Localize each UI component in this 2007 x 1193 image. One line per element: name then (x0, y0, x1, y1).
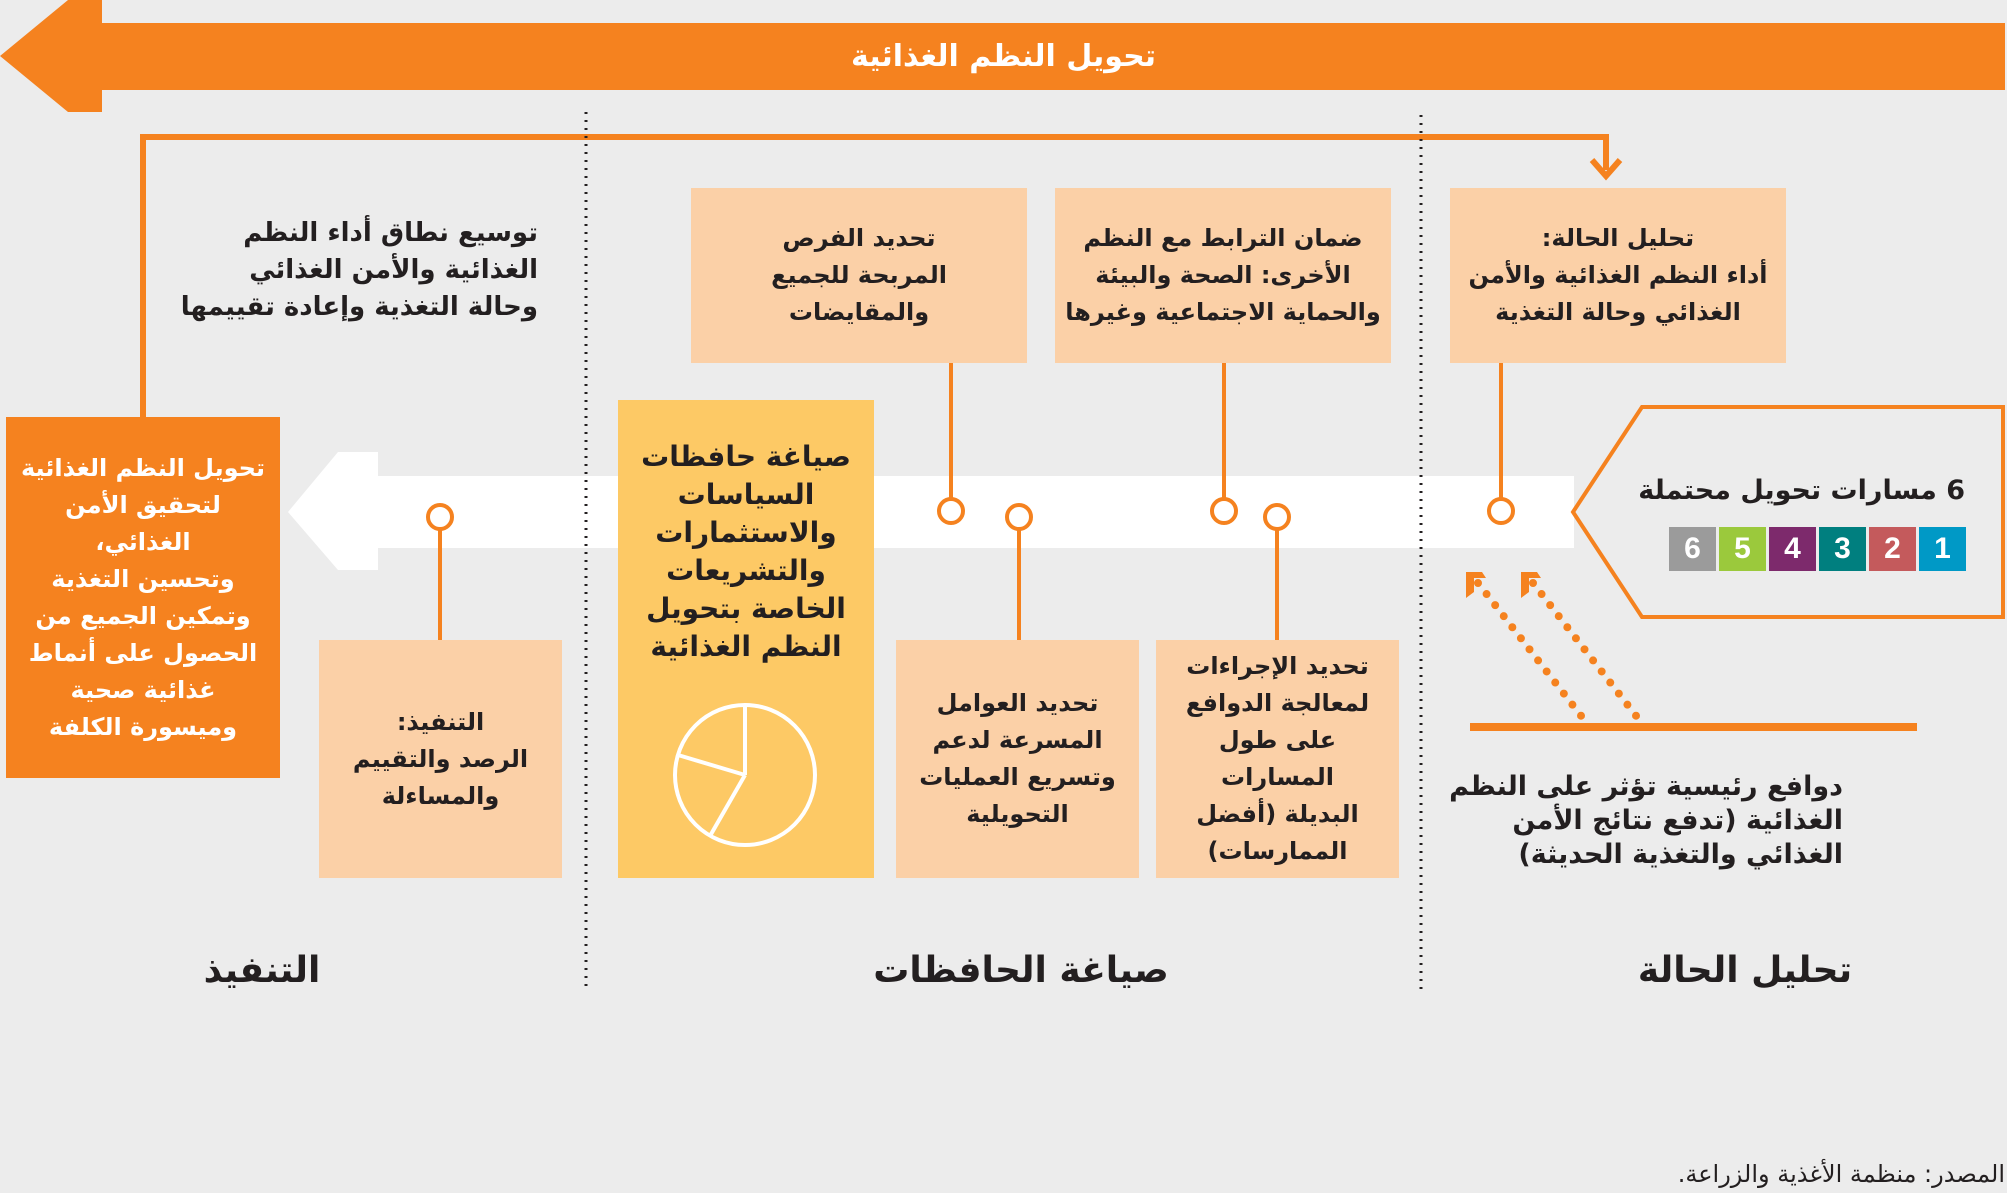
process-band-arrow (288, 452, 1574, 570)
win-win-box: تحديد الفرص المربحة للجميع والمقايضات (691, 188, 1027, 363)
policy-box: صياغة حافظات السياسات والاستثمارات والتش… (618, 400, 874, 878)
section-policy-formulation: صياغة الحافظات (873, 950, 1169, 991)
section-situation-analysis: تحليل الحالة (1637, 950, 1853, 991)
header-title: تحويل النظم الغذائية (851, 39, 1156, 74)
node-circle (937, 497, 965, 525)
node-circle (426, 503, 454, 531)
node-circle (1210, 497, 1238, 525)
pathway-2: 2 (1869, 527, 1916, 571)
actions-box: تحديد الإجراءات لمعالجة الدوافع على طول … (1156, 640, 1399, 878)
pathway-3: 3 (1819, 527, 1866, 571)
pie-chart-icon (673, 703, 817, 847)
accelerators-box: تحديد العوامل المسرعة لدعم وتسريع العملي… (896, 640, 1139, 878)
goal-box: تحويل النظم الغذائية لتحقيق الأمن الغذائ… (6, 417, 280, 778)
node-circle (1263, 503, 1291, 531)
pathway-1: 1 (1919, 527, 1966, 571)
implementation-box: التنفيذ: الرصد والتقييم والمساءلة (319, 640, 562, 878)
node-circle (1005, 503, 1033, 531)
situation-analysis-box: تحليل الحالة: أداء النظم الغذائية والأمن… (1450, 188, 1786, 363)
source-note: المصدر: منظمة الأغذية والزراعة. (1677, 1160, 2005, 1188)
pathway-5: 5 (1719, 527, 1766, 571)
driver-arrows (1466, 572, 1641, 721)
top-arrow (0, 0, 2005, 112)
pathway-6: 6 (1669, 527, 1716, 571)
pathways-frame (1570, 405, 2005, 619)
scale-up-text: توسيع نطاق أداء النظم الغذائية والأمن ال… (180, 218, 538, 322)
policy-box-text: صياغة حافظات السياسات والاستثمارات والتش… (641, 440, 851, 663)
linkages-box: ضمان الترابط مع النظم الأخرى: الصحة والب… (1055, 188, 1391, 363)
feedback-loop-line (140, 134, 1609, 417)
drivers-text: دوافع رئيسية تؤثر على النظم الغذائية (تد… (1449, 771, 1843, 870)
node-circle (1487, 497, 1515, 525)
pathways-title: 6 مسارات تحويل محتملة (1638, 475, 1965, 506)
section-implementation: التنفيذ (203, 950, 321, 991)
feedback-arrowhead (1589, 158, 1623, 181)
drivers-baseline (1470, 723, 1917, 731)
pathway-4: 4 (1769, 527, 1816, 571)
